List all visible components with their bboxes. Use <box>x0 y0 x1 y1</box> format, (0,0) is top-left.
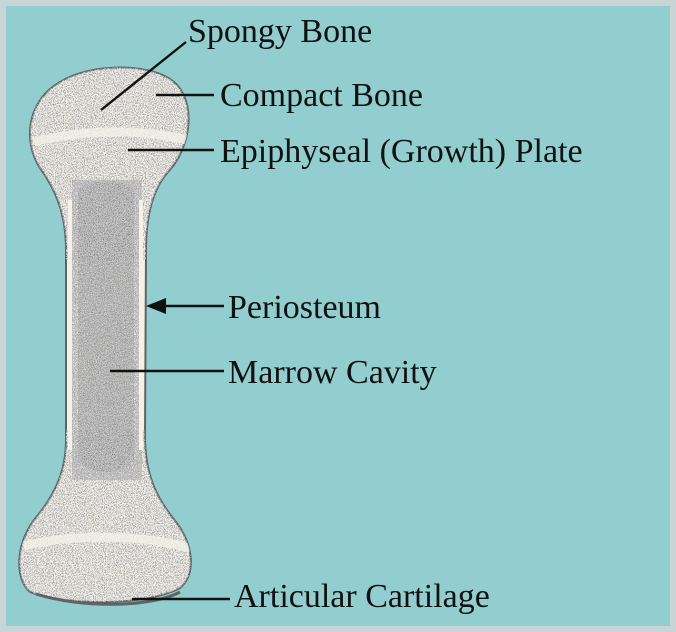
label-articular-cartilage: Articular Cartilage <box>234 578 490 615</box>
label-compact-bone: Compact Bone <box>220 77 423 114</box>
label-epiphyseal-plate: Epiphyseal (Growth) Plate <box>220 133 583 170</box>
label-periosteum: Periosteum <box>228 289 381 326</box>
label-marrow-cavity: Marrow Cavity <box>228 354 437 391</box>
marrow-texture <box>72 180 142 480</box>
label-spongy-bone: Spongy Bone <box>188 13 372 50</box>
